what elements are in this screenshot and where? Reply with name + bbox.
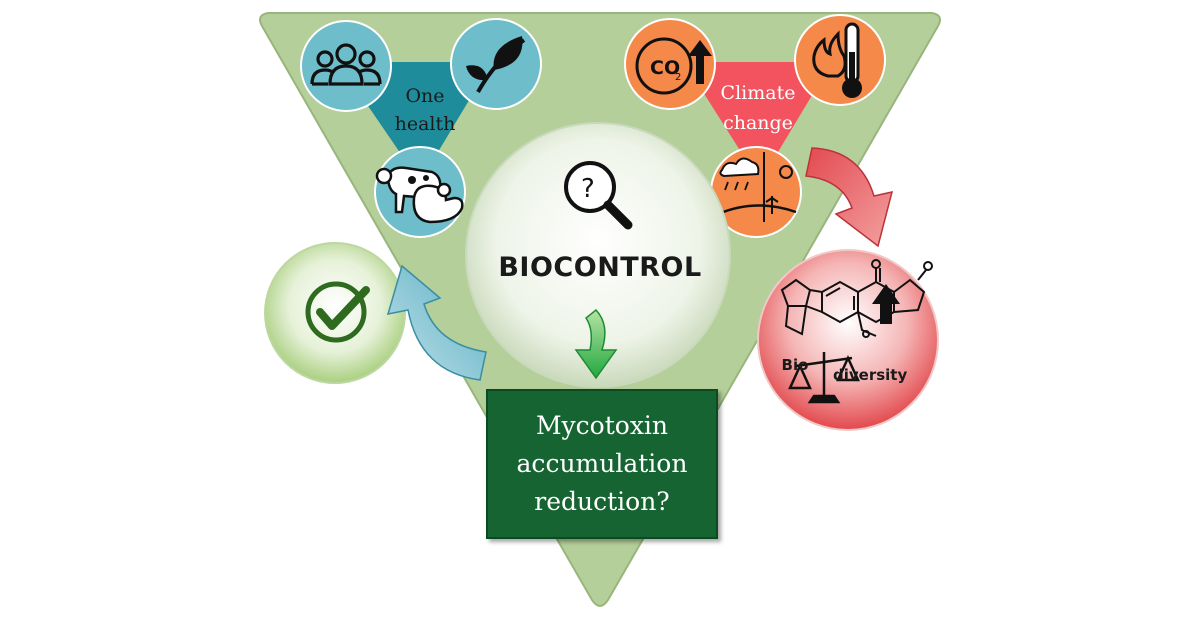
- result-line3: reduction?: [534, 487, 670, 516]
- bio-label-part2: diversity: [833, 366, 908, 384]
- svg-text:CO: CO: [650, 57, 680, 79]
- svg-text:2: 2: [675, 72, 681, 83]
- leaf-icon: [450, 18, 542, 110]
- one-health-label: One health: [380, 82, 470, 138]
- people-icon: [300, 20, 392, 112]
- success-circle: [264, 242, 406, 384]
- heat-thermometer-icon: [794, 14, 886, 106]
- biodiversity-circle: [757, 249, 939, 431]
- magnifier-question-icon: ?: [564, 161, 633, 230]
- green-down-arrow: [574, 308, 618, 380]
- climate-triangle: [684, 62, 832, 182]
- balance-scale-icon: [788, 352, 860, 404]
- climate-line2: change: [723, 112, 793, 134]
- one-health-line2: health: [394, 113, 456, 135]
- climate-line1: Climate: [720, 82, 796, 104]
- bio-label-part1: Bio: [781, 356, 809, 374]
- biocontrol-circle: [465, 122, 731, 388]
- up-arrow-icon: [872, 284, 900, 324]
- climate-change-label: Climate change: [708, 78, 808, 138]
- weather-landscape-icon: [710, 146, 802, 238]
- mycotoxin-result-box: Mycotoxin accumulation reduction?: [486, 389, 718, 539]
- result-line2: accumulation: [516, 449, 688, 478]
- one-health-line1: One: [405, 85, 445, 107]
- blue-return-arrow: [386, 264, 487, 381]
- red-curved-arrow: [805, 147, 894, 248]
- mycotoxin-molecule-icon: [780, 259, 933, 338]
- checkmark-icon: [305, 281, 370, 343]
- svg-text:?: ?: [581, 174, 595, 204]
- animals-icon: [374, 146, 466, 238]
- biocontrol-title: BIOCONTROL: [498, 252, 702, 283]
- result-line1: Mycotoxin: [535, 411, 669, 440]
- co2-up-icon: CO 2: [624, 18, 716, 110]
